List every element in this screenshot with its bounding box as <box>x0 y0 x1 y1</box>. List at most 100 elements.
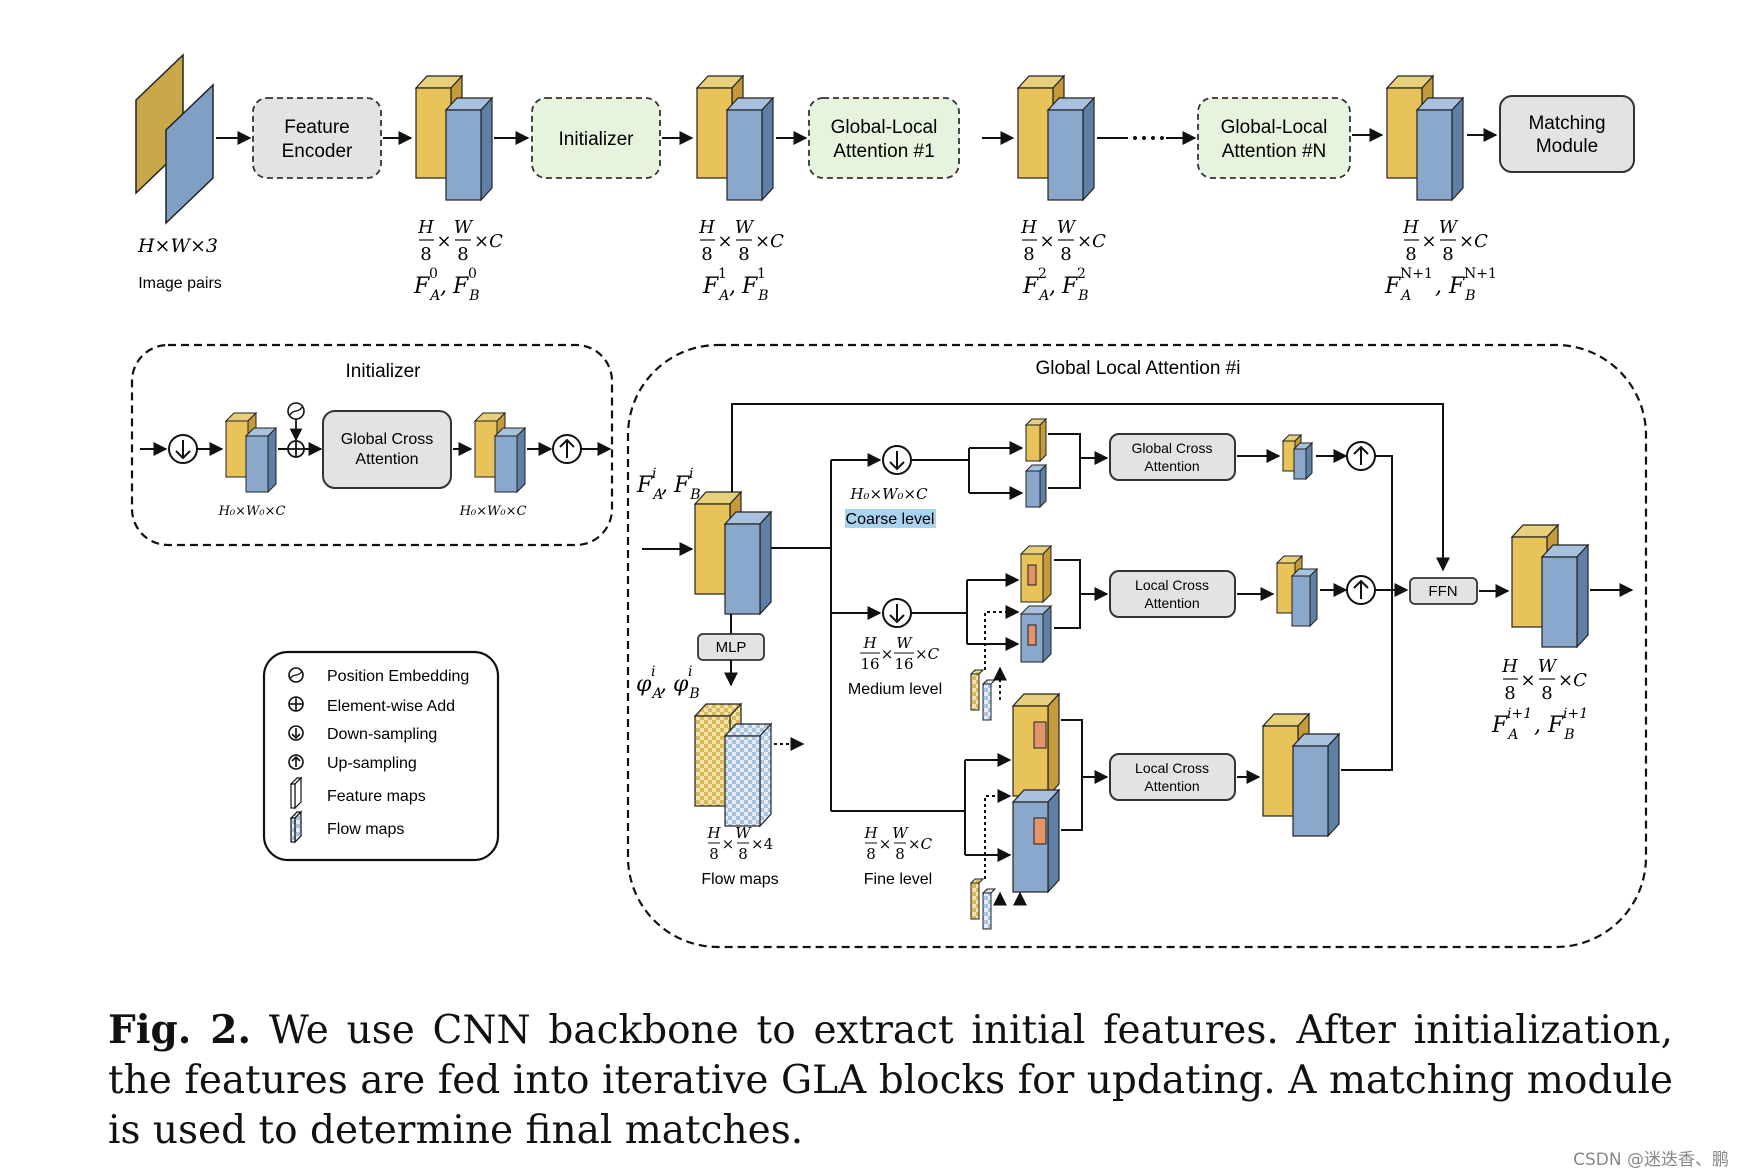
gla-last-line1: Global-Local <box>1221 117 1328 138</box>
svg-text:×: × <box>879 835 892 853</box>
svg-text:H: H <box>417 217 434 238</box>
dim-label-2: H 8 × W 8 ×C <box>1020 217 1106 265</box>
flow-maps-icon <box>693 702 773 828</box>
figure-caption-text: We use CNN backbone to extract initial f… <box>108 1008 1673 1153</box>
mlp-box: MLP <box>697 633 765 661</box>
down-sampling-icon <box>882 445 912 475</box>
svg-text:φA: φA <box>636 672 663 702</box>
svg-text:FA: FA <box>1022 274 1049 304</box>
init-dim-left: H₀×W₀×C <box>218 504 286 519</box>
svg-text:16: 16 <box>894 655 913 673</box>
initializer-label: Initializer <box>559 129 635 150</box>
output-dim-label: H 8 × W 8 ×C <box>1501 656 1587 704</box>
svg-text:N+1: N+1 <box>1400 266 1433 282</box>
lca2-line1: Local Cross <box>1135 760 1209 776</box>
svg-text:16: 16 <box>860 655 879 673</box>
svg-text:×4: ×4 <box>751 835 773 853</box>
flow-maps-icon <box>289 810 303 844</box>
flow-maps-icon <box>969 669 997 721</box>
dim-label-0: H 8 × W 8 ×C <box>417 217 503 265</box>
svg-text:W: W <box>1538 656 1558 677</box>
medium-level-caption: Medium level <box>848 681 942 698</box>
svg-text:W: W <box>454 217 474 238</box>
svg-text:i: i <box>651 664 655 680</box>
svg-text:0: 0 <box>468 266 477 282</box>
gla-first-box: Global-Local Attention #1 <box>808 97 960 179</box>
svg-text:×: × <box>722 835 735 853</box>
svg-text:FA: FA <box>636 473 663 503</box>
svg-text:FA: FA <box>413 274 440 304</box>
svg-text:,: , <box>1534 713 1541 738</box>
up-sampling-icon <box>1346 575 1376 605</box>
svg-text:×C: ×C <box>755 231 784 252</box>
svg-text:N+1: N+1 <box>1464 266 1497 282</box>
element-wise-add-icon <box>287 440 305 458</box>
init-dim-right: H₀×W₀×C <box>459 504 527 519</box>
svg-text:W: W <box>892 824 909 842</box>
svg-text:FA: FA <box>702 274 729 304</box>
gla-last-line2: Attention #N <box>1222 141 1327 162</box>
gla-panel-title: Global Local Attention #i <box>1036 358 1241 379</box>
output-feature-label: FA i+1 , FB i+1 <box>1491 706 1588 743</box>
svg-text:H: H <box>1020 217 1037 238</box>
image-pairs-caption: Image pairs <box>138 275 222 292</box>
svg-text:H: H <box>863 824 878 842</box>
image-pair-icon <box>135 53 214 225</box>
gla-global-cross-attention-box: Global Cross Attention <box>1109 433 1236 481</box>
feature-maps-icon <box>1024 417 1048 509</box>
svg-text:×C: ×C <box>474 231 503 252</box>
phi-label: φA i , φB i <box>636 664 700 702</box>
svg-text:FA: FA <box>1384 274 1411 304</box>
down-sampling-icon <box>288 725 304 741</box>
matching-line1: Matching <box>1528 113 1605 134</box>
ffn-box: FFN <box>1409 577 1478 605</box>
lca2-line2: Attention <box>1144 778 1199 794</box>
svg-text:×: × <box>1039 231 1054 252</box>
ellipsis-dots <box>1133 136 1164 140</box>
svg-text:1: 1 <box>718 266 727 282</box>
svg-text:φB: φB <box>673 672 700 702</box>
svg-text:H: H <box>1501 656 1518 677</box>
legend: Position Embedding Element-wise Add Down… <box>262 650 500 862</box>
svg-text:,: , <box>661 473 668 498</box>
feature-maps-icon <box>289 776 303 810</box>
local-cross-attention-box: Local Cross Attention <box>1109 570 1236 618</box>
svg-text:2: 2 <box>1038 266 1047 282</box>
feature-label-0: FA 0 , FB 0 <box>413 266 480 304</box>
down-sampling-icon <box>882 598 912 628</box>
position-embedding-icon <box>287 402 305 420</box>
feature-label-2: FA 2 , FB 2 <box>1022 266 1089 304</box>
feature-maps-icon <box>693 490 773 616</box>
svg-text:8: 8 <box>457 244 468 265</box>
svg-text:×C: ×C <box>1077 231 1106 252</box>
svg-text:i: i <box>689 466 693 482</box>
svg-text:FB: FB <box>1448 274 1476 304</box>
init-gca-line2: Attention <box>355 451 418 468</box>
feature-encoder-line2: Encoder <box>282 141 353 162</box>
flow-dim-label: H 8 × W 8 ×4 <box>706 824 773 863</box>
svg-text:8: 8 <box>738 845 748 863</box>
svg-text:H: H <box>698 217 715 238</box>
legend-item-down-sampling: Down-sampling <box>327 726 437 743</box>
svg-text:i: i <box>652 466 656 482</box>
svg-text:H: H <box>1402 217 1419 238</box>
svg-text:8: 8 <box>866 845 876 863</box>
feature-label-1: FA 1 , FB 1 <box>702 266 769 304</box>
svg-text:2: 2 <box>1077 266 1086 282</box>
svg-text:,: , <box>1049 274 1056 299</box>
gla-input-label: FA i , FB i <box>636 466 701 503</box>
skip-connection <box>731 403 1450 572</box>
figure-number: Fig. 2. <box>108 1007 252 1053</box>
svg-text:8: 8 <box>895 845 905 863</box>
legend-item-flow-maps: Flow maps <box>327 821 404 838</box>
feature-maps-icon <box>1281 433 1314 481</box>
medium-dim-label: H 16 × W 16 ×C <box>860 634 940 673</box>
svg-text:8: 8 <box>1442 244 1453 265</box>
matching-module-box: Matching Module <box>1499 95 1635 173</box>
initializer-box: Initializer <box>531 97 661 179</box>
feature-encoder-line1: Feature <box>284 117 349 138</box>
down-sampling-icon <box>168 434 198 464</box>
feature-maps-icon <box>1019 544 1053 664</box>
coarse-dim-label: H₀×W₀×C <box>849 485 928 503</box>
feature-maps-icon <box>224 411 278 494</box>
